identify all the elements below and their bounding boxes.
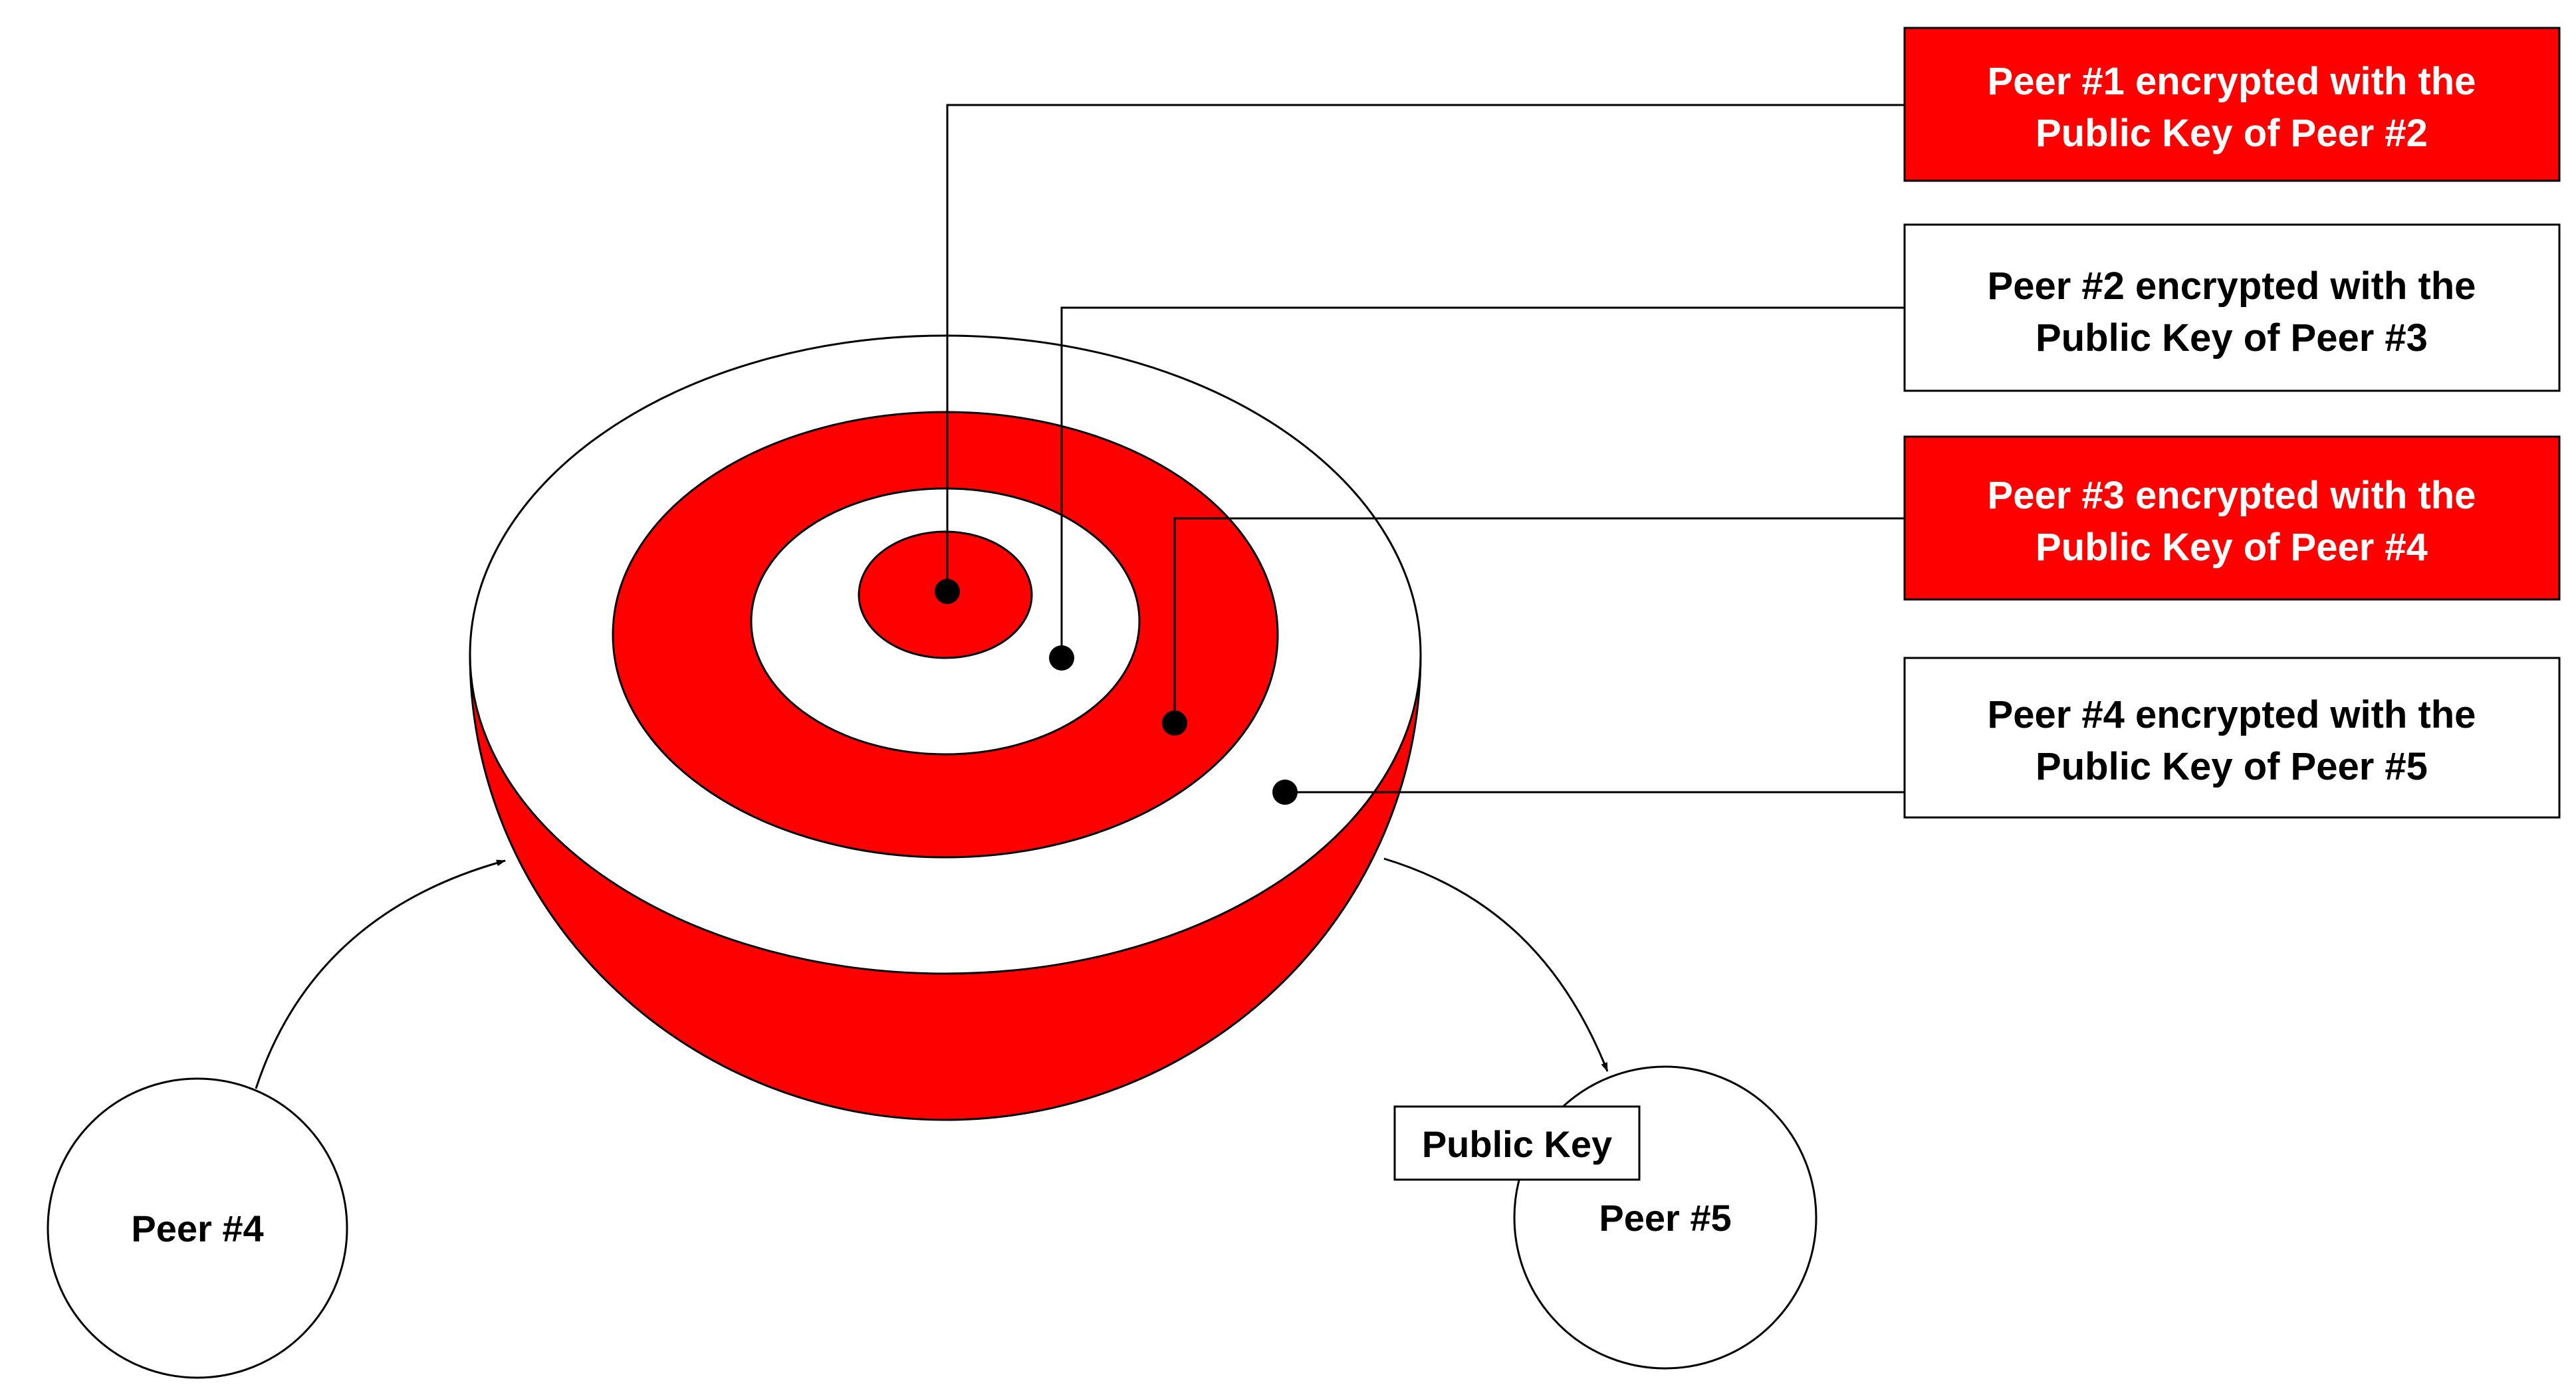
leader-lines [946, 104, 1905, 794]
layer-label-3: Peer #3 encrypted with the Public Key of… [1903, 435, 2561, 601]
receiver-node: Peer #5 Public Key [1393, 1065, 1817, 1370]
layer-label-3-box [1903, 435, 2561, 601]
layer-label-2: Peer #2 encrypted with the Public Key of… [1903, 223, 2561, 392]
layer-2-dot [1049, 645, 1074, 671]
arrow-sender-to-onion [255, 859, 506, 1089]
layer-label-3-line-2: Public Key of Peer #4 [2036, 526, 2428, 569]
sender-label: Peer #4 [131, 1208, 263, 1249]
onion [469, 334, 1422, 1121]
layer-label-4-line-1: Peer #4 encrypted with the [1988, 693, 2476, 736]
leader-line-layer-1 [946, 104, 1905, 591]
layer-3-dot [1162, 710, 1187, 736]
layer-4-dot [1272, 780, 1298, 805]
layer-label-2-line-1: Peer #2 encrypted with the [1988, 265, 2476, 308]
layer-label-1-line-1: Peer #1 encrypted with the [1988, 60, 2476, 103]
sender-node: Peer #4 [47, 1077, 348, 1379]
connector-dots [935, 579, 1298, 805]
layer-label-2-box [1903, 223, 2561, 392]
sender-circle [47, 1077, 348, 1379]
public-key-box [1393, 1105, 1641, 1181]
layer-label-4-line-2: Public Key of Peer #5 [2036, 745, 2428, 788]
leader-line-layer-2 [1060, 306, 1905, 658]
layer-label-4: Peer #4 encrypted with the Public Key of… [1903, 657, 2561, 819]
layer-label-1: Peer #1 encrypted with the Public Key of… [1903, 27, 2561, 182]
layer-label-3-line-1: Peer #3 encrypted with the [1988, 474, 2476, 517]
public-key-label: Public Key [1422, 1123, 1612, 1165]
layer-label-1-line-2: Public Key of Peer #2 [2036, 112, 2428, 155]
layer-1-dot [935, 579, 960, 604]
layer-label-2-line-2: Public Key of Peer #3 [2036, 316, 2428, 360]
leader-line-layer-3 [1173, 517, 1905, 723]
layer-label-1-box [1903, 27, 2561, 182]
layer-label-4-box [1903, 657, 2561, 819]
receiver-label: Peer #5 [1599, 1197, 1731, 1239]
arrow-onion-to-receiver [1383, 857, 1609, 1072]
